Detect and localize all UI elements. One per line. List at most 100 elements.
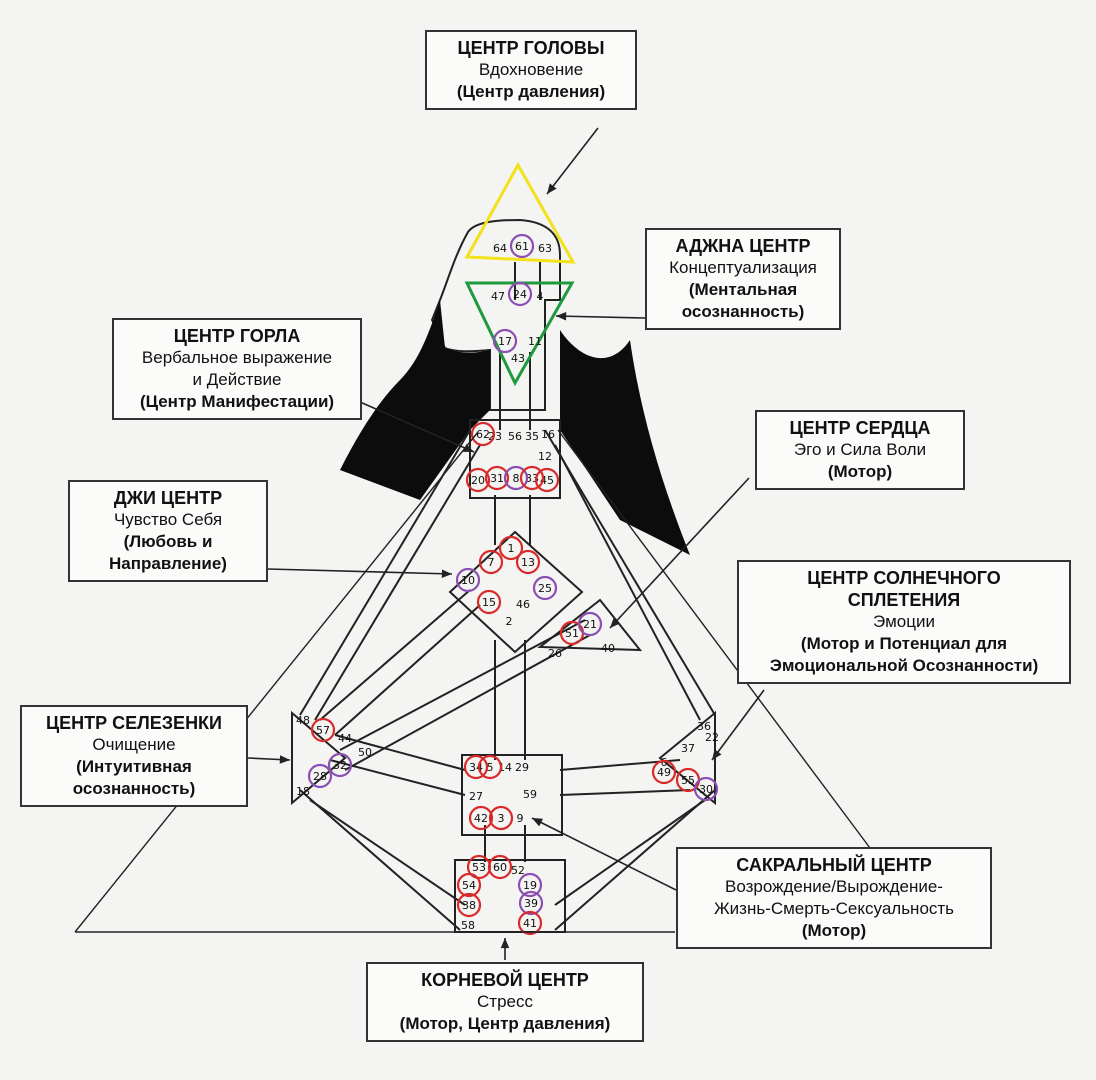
label-g-center: ДЖИ ЦЕНТР Чувство Себя (Любовь и Направл… <box>68 480 268 582</box>
gate-circles <box>307 233 719 936</box>
gate-heart-51: 51 <box>565 627 579 640</box>
sacral-line-2: Жизнь-Смерть-Сексуальность <box>713 899 955 918</box>
gate-spleen-44: 44 <box>338 732 352 745</box>
ajna-bold-1: (Ментальная <box>688 280 798 299</box>
gate-root-58: 58 <box>461 919 475 932</box>
gate-solar-22: 22 <box>705 731 719 744</box>
gate-throat-62: 62 <box>476 428 490 441</box>
gate-circle-heart-21 <box>577 611 603 637</box>
channel-line-24 <box>554 789 716 931</box>
pointer-heart-center-head <box>610 617 621 628</box>
sacral-line-1: Возрождение/Вырождение- <box>725 877 943 896</box>
label-spleen-center: ЦЕНТР СЕЛЕЗЕНКИ Очищение (Интуитивная ос… <box>20 705 248 807</box>
g-center-diamond <box>448 530 584 654</box>
gate-circle-throat-62 <box>470 421 496 447</box>
g-bold-1: (Любовь и <box>123 532 213 551</box>
root-title: КОРНЕВОЙ ЦЕНТР <box>421 970 589 990</box>
channel-line-15 <box>334 604 481 736</box>
gate-g-2: 2 <box>506 615 513 628</box>
pointer-head-center-line <box>546 127 599 195</box>
gate-g-46: 46 <box>516 598 530 611</box>
guide-right <box>557 429 871 849</box>
gate-throat-35: 35 <box>525 430 539 443</box>
channel-line-20 <box>339 619 586 751</box>
gate-root-52: 52 <box>511 864 525 877</box>
gate-circle-solar-49 <box>651 759 677 785</box>
sacral-bold: (Мотор) <box>801 921 867 940</box>
gate-head-61: 61 <box>515 240 529 253</box>
gate-circle-ajna-24 <box>507 281 533 307</box>
channel-line-11 <box>314 444 481 721</box>
gate-circle-root-19 <box>517 872 543 898</box>
channel-line-21 <box>344 634 591 771</box>
label-ajna-center: АДЖНА ЦЕНТР Концептуализация (Ментальная… <box>645 228 841 330</box>
head-bold: (Центр давления) <box>456 82 606 101</box>
gate-root-19: 19 <box>523 879 537 892</box>
label-throat-center: ЦЕНТР ГОРЛА Вербальное выражение и Дейст… <box>112 318 362 420</box>
pointer-g-center-head <box>441 569 452 579</box>
gate-spleen-57: 57 <box>316 724 330 737</box>
gate-sacral-42: 42 <box>474 812 488 825</box>
pointer-ajna-center-head <box>556 311 567 321</box>
gate-circle-sacral-42 <box>468 805 494 831</box>
guide-left <box>74 431 479 933</box>
pointer-g-center-line <box>267 568 453 575</box>
gate-circle-throat-45 <box>534 467 560 493</box>
ajna-bold-2: осознанность) <box>681 302 805 321</box>
throat-line-1: Вербальное выражение <box>141 348 333 367</box>
gate-spleen-48: 48 <box>296 714 310 727</box>
gate-solar-37: 37 <box>681 742 695 755</box>
hair-right <box>560 330 690 555</box>
label-head-center: ЦЕНТР ГОЛОВЫ Вдохновение (Центр давления… <box>425 30 637 110</box>
gate-root-53: 53 <box>472 861 486 874</box>
spleen-bold-1: (Интуитивная <box>76 757 192 776</box>
gate-root-41: 41 <box>523 917 537 930</box>
heart-bold: (Мотор) <box>827 462 893 481</box>
head-outline <box>430 218 561 411</box>
gate-g-15: 15 <box>482 596 496 609</box>
ajna-title: АДЖНА ЦЕНТР <box>675 236 811 256</box>
gate-spleen-32: 32 <box>333 759 347 772</box>
gate-heart-26: 26 <box>548 647 562 660</box>
gate-circle-solar-30 <box>693 776 719 802</box>
human-silhouette <box>340 218 690 555</box>
solar-bold-1: (Мотор и Потенциал для <box>800 634 1008 653</box>
channel-line-13 <box>554 444 701 721</box>
gate-circle-root-54 <box>456 872 482 898</box>
root-bold: (Мотор, Центр давления) <box>399 1014 611 1033</box>
pointer-solar-center-line <box>711 689 765 761</box>
gate-circle-g-7 <box>478 549 504 575</box>
heart-title: ЦЕНТР СЕРДЦА <box>789 418 931 438</box>
gate-solar-49: 49 <box>657 766 671 779</box>
label-heart-center: ЦЕНТР СЕРДЦА Эго и Сила Воли (Мотор) <box>755 410 965 490</box>
solar-title-2: СПЛЕТЕНИЯ <box>847 590 961 610</box>
throat-center-square <box>469 419 561 499</box>
pointer-lines <box>74 127 871 960</box>
gate-sacral-9: 9 <box>517 812 524 825</box>
gate-circle-g-25 <box>532 575 558 601</box>
gate-g-10: 10 <box>461 574 475 587</box>
label-solar-plexus-center: ЦЕНТР СОЛНЕЧНОГО СПЛЕТЕНИЯ Эмоции (Мотор… <box>737 560 1071 684</box>
label-sacral-center: САКРАЛЬНЫЙ ЦЕНТР Возрождение/Вырождение-… <box>676 847 992 949</box>
gate-circle-ajna-17 <box>492 328 518 354</box>
spleen-center-triangle <box>291 710 347 806</box>
gate-spleen-50: 50 <box>358 746 372 759</box>
gate-sacral-5: 5 <box>487 761 494 774</box>
head-title: ЦЕНТР ГОЛОВЫ <box>457 38 605 58</box>
head-center-triangle <box>464 161 576 264</box>
heart-line: Эго и Сила Воли <box>793 440 927 459</box>
gate-ajna-24: 24 <box>513 288 527 301</box>
pointer-throat-center-head <box>463 444 474 452</box>
solar-line: Эмоции <box>873 612 935 631</box>
gate-sacral-29: 29 <box>515 761 529 774</box>
gate-ajna-17: 17 <box>498 335 512 348</box>
spleen-line: Очищение <box>92 735 176 754</box>
gate-circle-g-13 <box>515 549 541 575</box>
throat-title: ЦЕНТР ГОРЛА <box>173 326 301 346</box>
gate-ajna-47: 47 <box>491 290 505 303</box>
spleen-title: ЦЕНТР СЕЛЕЗЕНКИ <box>45 713 222 733</box>
spleen-bold-2: осознанность) <box>72 779 196 798</box>
sacral-center-square <box>461 754 563 836</box>
